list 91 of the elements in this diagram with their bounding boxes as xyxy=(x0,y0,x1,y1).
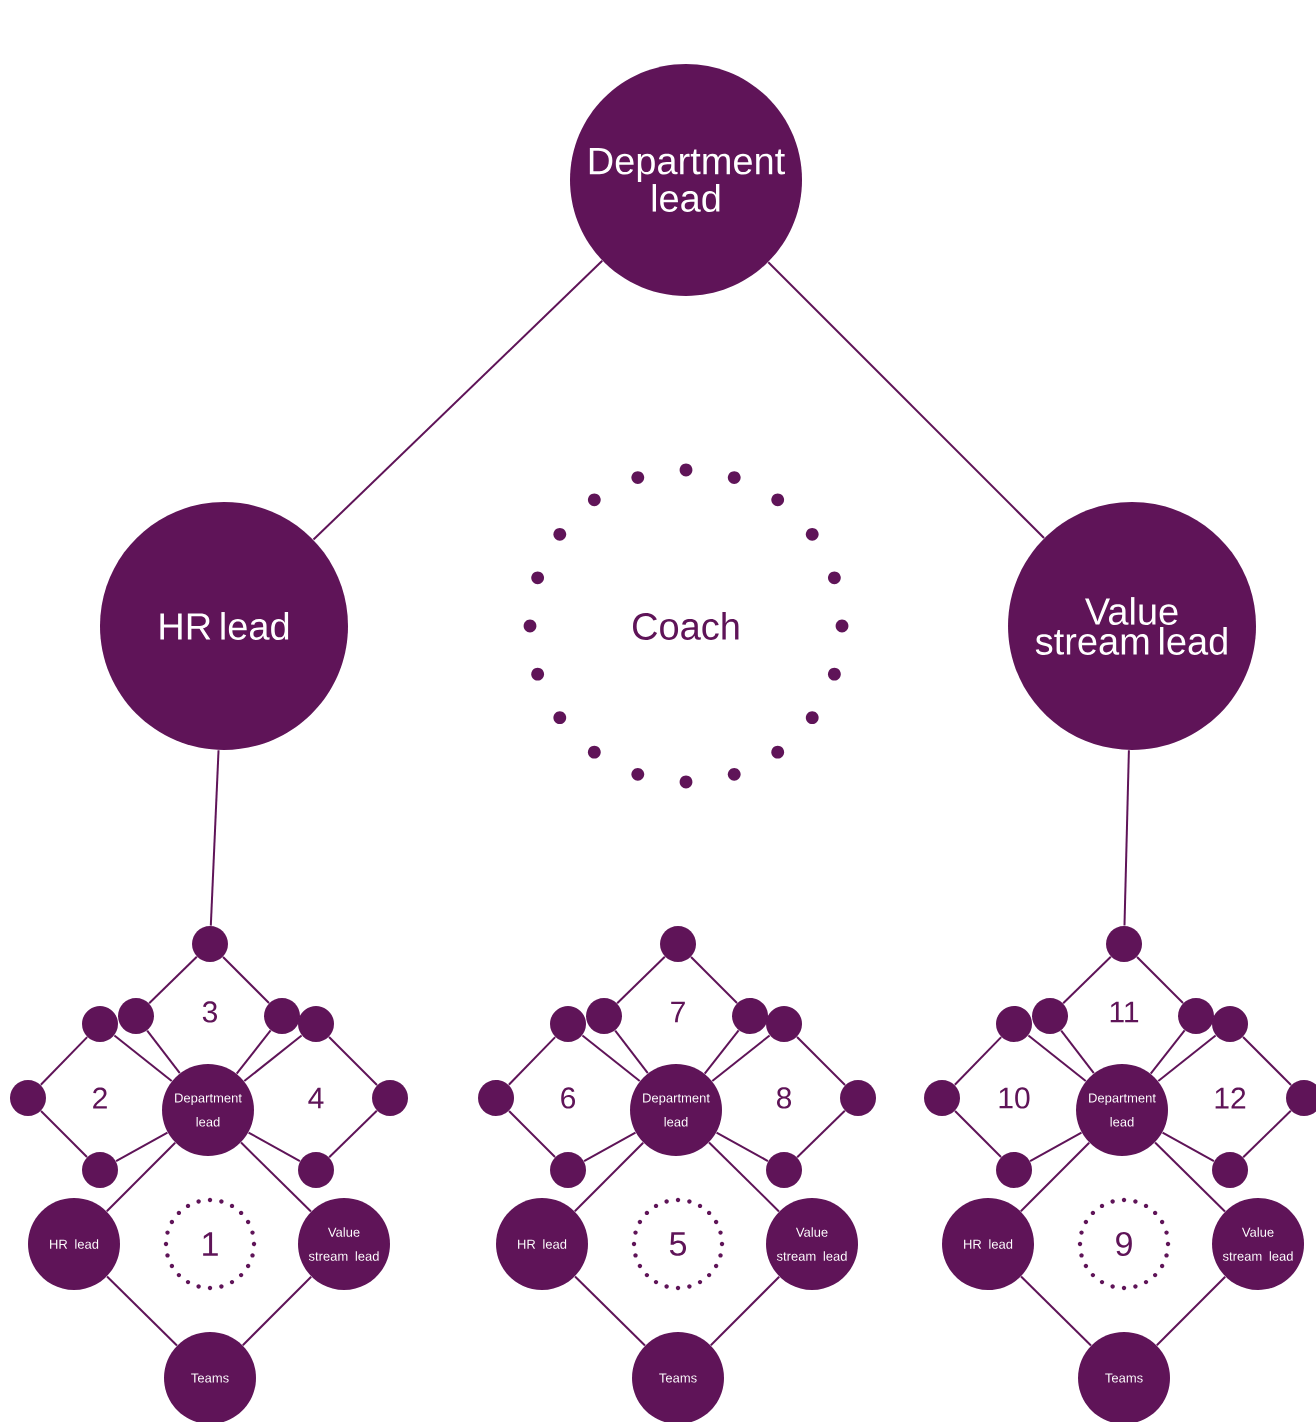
small-circle xyxy=(732,998,768,1034)
node-label: Coach xyxy=(633,612,739,640)
small-circle xyxy=(766,1006,802,1042)
connector-line xyxy=(954,1110,1002,1158)
small-circle xyxy=(840,1080,876,1116)
small-circle xyxy=(996,1006,1032,1042)
connector-line xyxy=(574,1275,646,1347)
connector-line xyxy=(1029,1131,1083,1163)
diamond-number: 6 xyxy=(561,1087,576,1109)
connector-line xyxy=(1242,1036,1292,1086)
connector-line xyxy=(1242,1109,1292,1159)
small-circle xyxy=(298,1152,334,1188)
connector-line xyxy=(113,1034,173,1083)
connector-line xyxy=(573,1141,645,1213)
connector-line xyxy=(148,955,198,1005)
diamond-number: 8 xyxy=(777,1087,792,1109)
connector-line xyxy=(328,1036,378,1086)
connector-line xyxy=(953,1036,1003,1086)
connector-line xyxy=(1020,1275,1092,1347)
small-circle xyxy=(586,998,622,1034)
small-circle xyxy=(192,926,228,962)
small-circle xyxy=(118,998,154,1034)
connector-line xyxy=(240,1141,312,1213)
small-circle xyxy=(478,1080,514,1116)
small-circle xyxy=(264,998,300,1034)
connector-line xyxy=(703,1029,740,1075)
node-label: 1 xyxy=(203,1232,218,1256)
small-circle xyxy=(1032,998,1068,1034)
connector-line xyxy=(709,1275,781,1347)
connector-line xyxy=(583,1131,637,1163)
diamond-number: 10 xyxy=(999,1087,1030,1109)
connector-line xyxy=(767,261,1046,539)
connector-line xyxy=(235,1029,272,1075)
node-label: 9 xyxy=(1116,1231,1132,1257)
connector-line xyxy=(616,955,666,1005)
small-circle xyxy=(924,1080,960,1116)
connector-line xyxy=(508,1110,556,1158)
connector-line xyxy=(146,1029,181,1075)
connector-line xyxy=(243,1034,303,1083)
connector-line xyxy=(241,1275,313,1347)
small-circle xyxy=(298,1006,334,1042)
connector-line xyxy=(1155,1275,1227,1347)
connector-line xyxy=(1060,1029,1095,1075)
small-circle xyxy=(82,1152,118,1188)
connector-line xyxy=(1157,1034,1217,1083)
connector-line xyxy=(328,1109,378,1159)
connector-line xyxy=(1027,1034,1087,1083)
connector-line xyxy=(222,956,270,1004)
connector-line xyxy=(312,259,604,541)
connector-line xyxy=(40,1110,88,1158)
connector-line xyxy=(1123,749,1130,927)
connector-line xyxy=(247,1131,301,1163)
small-circle xyxy=(10,1080,46,1116)
diamond-number: 3 xyxy=(202,1001,218,1023)
small-circle xyxy=(1106,926,1142,962)
connector-line xyxy=(209,749,220,927)
connector-line xyxy=(708,1141,780,1213)
connector-line xyxy=(115,1131,169,1163)
connector-line xyxy=(1154,1141,1226,1213)
small-circle xyxy=(1212,1152,1248,1188)
small-circle xyxy=(82,1006,118,1042)
connector-line xyxy=(715,1131,769,1163)
small-circle xyxy=(766,1152,802,1188)
connector-line xyxy=(1161,1131,1215,1163)
connector-line xyxy=(614,1029,649,1075)
small-circle xyxy=(1178,998,1214,1034)
small-circle xyxy=(550,1006,586,1042)
small-circle xyxy=(372,1080,408,1116)
connector-line xyxy=(690,956,738,1004)
diamond-number: 2 xyxy=(93,1087,107,1109)
connector-line xyxy=(1019,1141,1091,1213)
connector-line xyxy=(1136,956,1184,1004)
diamond-number: 11 xyxy=(1110,1001,1139,1023)
connector-line xyxy=(581,1034,641,1083)
small-circle xyxy=(1212,1006,1248,1042)
small-circle xyxy=(660,926,696,962)
diamond-number: 4 xyxy=(308,1087,324,1109)
small-circle xyxy=(550,1152,586,1188)
connector-line xyxy=(796,1036,846,1086)
connector-line xyxy=(106,1275,178,1347)
connector-line xyxy=(39,1036,89,1086)
node-label: 5 xyxy=(669,1232,687,1256)
connector-line xyxy=(796,1109,846,1159)
connector-line xyxy=(1149,1029,1186,1075)
diamond-number: 12 xyxy=(1215,1087,1246,1109)
connector-line xyxy=(1062,955,1112,1005)
connector-line xyxy=(711,1034,771,1083)
connector-line xyxy=(507,1036,557,1086)
diamond-number: 7 xyxy=(671,1001,685,1023)
connector-line xyxy=(105,1141,177,1213)
small-circle xyxy=(996,1152,1032,1188)
